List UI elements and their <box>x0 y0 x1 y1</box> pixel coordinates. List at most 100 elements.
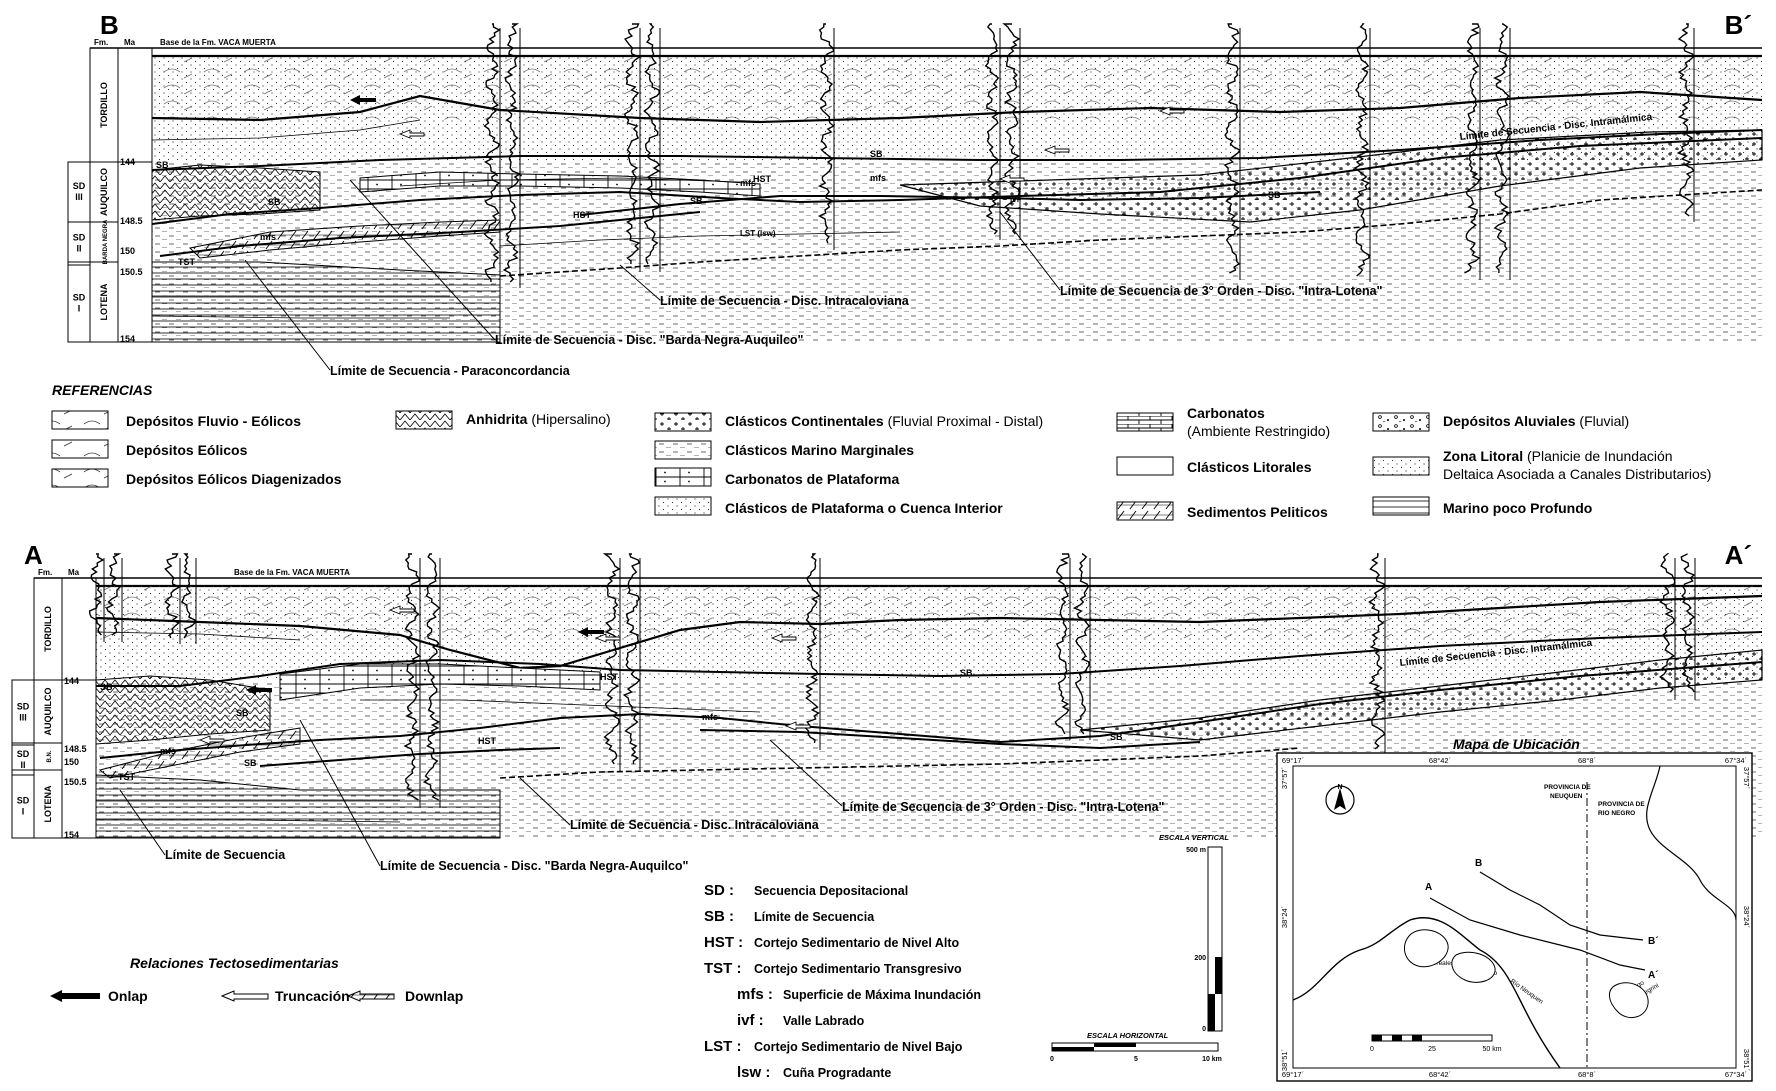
map-scale-bar <box>1371 1034 1493 1042</box>
header-fm: Fm. <box>94 38 108 47</box>
legend-label-note: (Hipersalino) <box>527 411 610 427</box>
legend-label: Clásticos Continentales (Fluvial Proxima… <box>725 413 1043 429</box>
map-point-label: B´ <box>1648 936 1659 947</box>
legend-swatch <box>654 496 712 516</box>
legend-label-bold: Depósitos Aluviales <box>1443 413 1576 429</box>
lotena-lined <box>151 261 501 343</box>
legend-label: Depósitos Aluviales (Fluvial) <box>1443 413 1629 429</box>
legend-label: Anhidrita (Hipersalino) <box>466 411 611 427</box>
abbreviation-key: HST : <box>704 934 743 951</box>
sd-label: I <box>78 304 81 314</box>
sd-label: II <box>20 760 25 770</box>
base-vaca-muerta: Base de la Fm. VACA MUERTA <box>160 38 276 47</box>
sd-label: SD <box>17 702 30 712</box>
truncation-arrow <box>594 633 621 643</box>
map-scale-fill <box>1372 1035 1382 1041</box>
inline-label: SB <box>960 668 973 678</box>
map-scale-fill <box>1412 1035 1422 1041</box>
inline-label: HST <box>573 210 592 220</box>
legend-label-bold: Anhidrita <box>466 411 528 427</box>
map-latitude-label: 38°51´ <box>1280 1049 1289 1071</box>
horizontal-scale-tick: 10 km <box>1202 1056 1222 1063</box>
abbreviation-key: TST : <box>704 960 742 977</box>
sequence-boundary-line <box>99 661 1763 759</box>
map-scale-tick: 50 km <box>1482 1046 1501 1053</box>
legend-label-bold: Clásticos de Plataforma o Cuenca Interio… <box>725 500 1003 516</box>
well-log-trace <box>1464 23 1481 274</box>
callout-label: Límite de Secuencia - Paraconcordancia <box>330 364 571 378</box>
age-label: 150.5 <box>120 267 143 277</box>
horizontal-scale-fill <box>1052 1047 1094 1051</box>
well-log-trace <box>1658 553 1676 693</box>
inline-label: SB <box>236 708 249 718</box>
map-place-label: PROVINCIA DE <box>1598 801 1645 808</box>
onlap-arrow <box>50 990 100 1002</box>
well-log-trace <box>1676 23 1695 217</box>
legend-title: REFERENCIAS <box>52 382 153 398</box>
map-scale-tick: 25 <box>1428 1046 1436 1053</box>
age-label: 154 <box>120 334 135 344</box>
map-longitude-label: 69°17´ <box>1282 756 1304 765</box>
sd-label: SD <box>73 233 86 243</box>
correlation-line <box>360 699 761 713</box>
inline-label: SB <box>1110 732 1123 742</box>
legend-label-bold: Clásticos Litorales <box>1187 459 1312 475</box>
vertical-scale-tick: 500 m <box>1186 847 1206 854</box>
onlap-arrow <box>246 685 272 695</box>
map-latitude-label: 37°57´ <box>1280 767 1289 789</box>
inline-label: SB <box>156 160 169 170</box>
callout-leader <box>619 264 661 301</box>
sd-label: II <box>76 244 81 254</box>
well-log-trace <box>804 553 820 744</box>
north-arrow-icon <box>1334 788 1346 810</box>
age-label: 148.5 <box>64 744 87 754</box>
formation-label: B.N. <box>47 750 53 762</box>
well-log-trace <box>1072 553 1091 735</box>
section-trace-a <box>1429 897 1646 971</box>
well-log-trace <box>164 553 181 639</box>
age-label: 144 <box>64 676 79 686</box>
callout-label: Límite de Secuencia de 3° Orden - Disc. … <box>1060 284 1383 298</box>
age-label: 150 <box>64 757 79 767</box>
well-log-trace <box>1680 553 1696 693</box>
callout-label: Límite de Secuencia de 3° Orden - Disc. … <box>842 800 1165 814</box>
eolian-fill <box>96 586 1762 643</box>
map-latitude-label: 38°24´ <box>1742 906 1751 928</box>
well-log-trace <box>643 23 661 265</box>
age-label: 150 <box>120 246 135 256</box>
legend-label-bold: Marino poco Profundo <box>1443 500 1592 516</box>
map-frame <box>1276 752 1753 1082</box>
legend-label: Clásticos Litorales <box>1187 459 1312 475</box>
abbreviation-key: SB : <box>704 908 734 925</box>
truncation-arrow <box>770 633 797 643</box>
abbreviation-desc: Límite de Secuencia <box>754 910 875 924</box>
abbreviation-key: ivf : <box>737 1012 764 1029</box>
inline-label: mfs <box>702 712 718 722</box>
callout-label: Límite de Secuencia - Disc. Intracalovia… <box>570 818 820 832</box>
well-log-trace <box>180 553 196 639</box>
callout-leader <box>119 789 166 856</box>
map-longitude-label: 68°8´ <box>1578 1070 1596 1079</box>
map-place-label: NEUQUEN <box>1550 793 1583 800</box>
sd-label: SD <box>73 181 86 191</box>
legend-swatch <box>654 412 712 432</box>
legend-swatch <box>51 468 109 488</box>
sd-label: I <box>22 807 25 817</box>
formation-label: LOTENA <box>99 283 109 320</box>
legend-label-bold: Depósitos Eólicos Diagenizados <box>126 471 342 487</box>
correlation-line <box>96 819 401 823</box>
sd-label: SD <box>73 293 86 303</box>
abbreviation-desc: Secuencia Depositacional <box>754 884 908 898</box>
inline-label: mfs <box>260 232 276 242</box>
abbreviation-desc: Superficie de Máxima Inundación <box>783 988 981 1002</box>
callout-label: Límite de Secuencia - Disc. "Barda Negra… <box>380 859 689 873</box>
inline-label: mfs <box>740 178 756 188</box>
pelitic-sediments <box>98 727 301 779</box>
truncation-arrow <box>220 990 269 1002</box>
legend-swatch <box>1372 456 1430 476</box>
vertical-scale-fill <box>1215 957 1222 994</box>
legend-label: Depósitos Eólicos <box>126 442 248 458</box>
onlap-arrow <box>350 95 376 105</box>
map-longitude-label: 68°42´ <box>1429 756 1451 765</box>
abbreviation-key: LST : <box>704 1038 742 1055</box>
